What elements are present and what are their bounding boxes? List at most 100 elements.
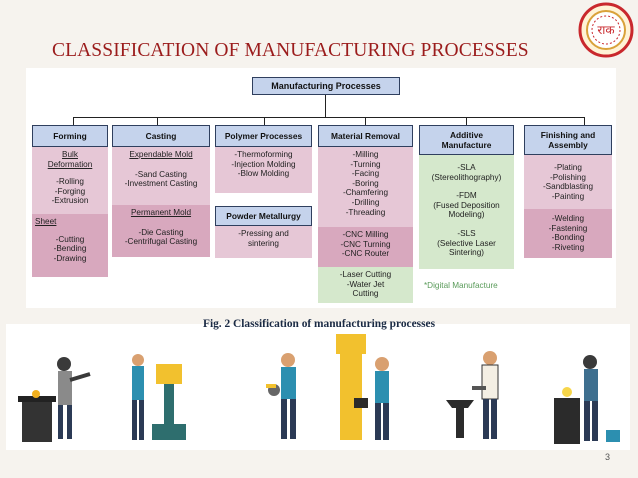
finishing-header-line: Finishing and [540, 130, 596, 140]
joining-item: -Welding [551, 214, 585, 223]
svg-text:राक: राक [597, 23, 615, 37]
additive-item: (Fused Deposition [433, 200, 500, 210]
additive-item: -SLA [457, 163, 476, 172]
page-number: 3 [604, 452, 610, 462]
classification-diagram: Manufacturing Processes Forming Bulk Def… [26, 68, 616, 308]
sheet-title: Sheet [35, 217, 57, 226]
forming-sheet-item: -Cutting [55, 234, 85, 244]
removal-cnc-box: -CNC Milling -CNC Turning -CNC Router [318, 227, 413, 267]
removal-item: -Milling [352, 150, 379, 159]
removal-item: -Boring [352, 178, 379, 188]
root-connector [325, 95, 326, 117]
root-node: Manufacturing Processes [252, 77, 400, 95]
joining-box: -Welding -Fastening -Bonding -Riveting [524, 209, 612, 258]
drill-press-operator-icon [132, 354, 186, 440]
root-label: Manufacturing Processes [271, 81, 381, 91]
welder-icon [18, 357, 91, 442]
casting-permanent-item: -Centrifugal Casting [124, 237, 198, 247]
powder-metallurgy-label: Powder Metallurgy [226, 211, 301, 221]
connector-removal [365, 117, 366, 125]
digital-manufacture-note: *Digital Manufacture [424, 281, 498, 290]
joining-item: -Fastening [548, 223, 588, 233]
removal-header: Material Removal [318, 125, 413, 147]
additive-item: Sintering) [448, 248, 485, 258]
powder-metallurgy-item: sintering [248, 238, 279, 248]
connector-casting [157, 117, 158, 125]
removal-item: -Facing [351, 169, 380, 179]
illustration-strip [6, 324, 630, 450]
forming-sheet-box: Sheet -Cutting -Bending -Drawing [32, 214, 108, 277]
removal-item: -Chamfering [342, 188, 389, 198]
finishing-item: -Sandblasting [542, 182, 594, 192]
powder-metallurgy-item: -Pressing and [238, 229, 289, 238]
finishing-header-line: Assembly [548, 140, 588, 150]
connector-polymer [264, 117, 265, 125]
expendable-mold-title: Expendable Mold [129, 150, 193, 159]
removal-item: -Drilling [351, 197, 380, 207]
additive-item: (Stereolithography) [431, 172, 502, 182]
casting-expendable-item: -Investment Casting [124, 179, 198, 189]
polymer-item: -Thermoforming [234, 150, 293, 159]
forming-bulk-box: Bulk Deformation -Rolling -Forging -Extr… [32, 147, 108, 214]
removal-cnc-item: -CNC Turning [340, 239, 391, 249]
slide-title: CLASSIFICATION OF MANUFACTURING PROCESSE… [52, 40, 529, 61]
forming-sheet-item: -Bending [53, 244, 87, 254]
joining-item: -Bonding [551, 233, 585, 243]
forming-bulk-item: -Extrusion [51, 196, 89, 206]
removal-extra-item: -Water Jet [346, 279, 385, 289]
removal-laser-box: -Laser Cutting -Water Jet Cutting [318, 267, 413, 303]
casting-expendable-box: Expendable Mold -Sand Casting -Investmen… [112, 147, 210, 205]
forming-header-label: Forming [53, 131, 87, 141]
milling-machine-operator-icon [336, 334, 389, 440]
removal-extra-item: -Laser Cutting [339, 270, 392, 279]
finishing-item: -Plating [554, 163, 582, 172]
joining-item: -Riveting [551, 242, 585, 252]
finishing-item: -Polishing [550, 172, 586, 182]
polymer-header: Polymer Processes [215, 125, 312, 147]
removal-item: -Threading [345, 207, 386, 217]
welding-station-icon [554, 355, 620, 444]
removal-item: -Turning [350, 159, 381, 169]
blacksmith-anvil-icon [446, 351, 499, 439]
connector-finishing [584, 117, 585, 125]
removal-cnc-item: -CNC Router [341, 249, 390, 259]
additive-header: Additive Manufacture [419, 125, 514, 155]
forming-bulk-item: -Rolling [56, 177, 84, 187]
casting-permanent-box: Permanent Mold -Die Casting -Centrifugal… [112, 205, 210, 257]
casting-header-label: Casting [145, 131, 177, 141]
additive-header-line: Manufacture [441, 140, 492, 150]
forming-sheet-item: -Drawing [53, 253, 87, 263]
connector-additive [466, 117, 467, 125]
permanent-mold-title: Permanent Mold [130, 208, 192, 217]
finishing-item: -Painting [551, 191, 585, 201]
finishing-box: -Plating -Polishing -Sandblasting -Paint… [524, 155, 612, 209]
casting-permanent-item: -Die Casting [138, 227, 184, 237]
removal-cnc-item: -CNC Milling [342, 230, 389, 239]
additive-header-line: Additive [449, 130, 484, 140]
forming-bulk-item: -Forging [54, 186, 86, 196]
removal-extra-item: Cutting [352, 289, 379, 299]
powder-metallurgy-header: Powder Metallurgy [215, 206, 312, 226]
removal-header-label: Material Removal [331, 131, 400, 141]
polymer-item: -Blow Molding [237, 169, 290, 179]
connector-forming [73, 117, 74, 125]
category-bus [73, 117, 584, 118]
casting-header: Casting [112, 125, 210, 147]
bulk-deformation-title: Bulk Deformation [47, 150, 93, 169]
polymer-item: -Injection Molding [231, 159, 296, 169]
polymer-header-label: Polymer Processes [224, 131, 303, 141]
additive-item: -SLS [457, 228, 476, 238]
removal-box: -Milling -Turning -Facing -Boring -Chamf… [318, 147, 413, 227]
additive-item: Modeling) [448, 210, 485, 220]
forming-header: Forming [32, 125, 108, 147]
additive-item: -FDM [456, 191, 477, 201]
grinding-worker-icon [266, 353, 296, 439]
additive-box: -SLA (Stereolithography) -FDM (Fused Dep… [419, 155, 514, 269]
university-logo-icon: राक [578, 2, 634, 58]
finishing-header: Finishing and Assembly [524, 125, 612, 155]
additive-item: (Selective Laser [437, 238, 496, 248]
powder-metallurgy-box: -Pressing and sintering [215, 226, 312, 258]
polymer-box: -Thermoforming -Injection Molding -Blow … [215, 147, 312, 193]
casting-expendable-item: -Sand Casting [135, 169, 187, 179]
figure-caption: Fig. 2 Classification of manufacturing p… [202, 318, 436, 330]
